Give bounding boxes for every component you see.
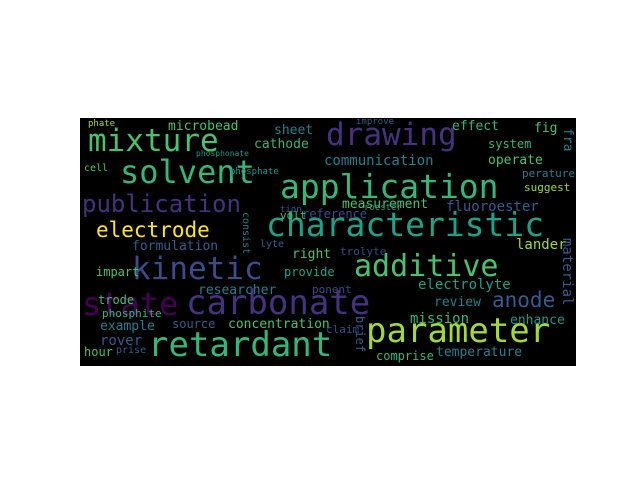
word-effect: effect [452, 119, 499, 134]
word-impart: impart [96, 265, 140, 279]
word-microbead: microbead [168, 119, 239, 134]
word-phate: phate [88, 119, 116, 129]
word-rover: rover [100, 333, 143, 349]
word-fra: fra [560, 128, 575, 152]
word-concentration: concentration [228, 317, 330, 332]
word-lander: lander [516, 237, 567, 253]
word-fluoroester: fluoroester [446, 199, 539, 215]
word-mission: mission [410, 311, 470, 327]
word-cloud: state carbonate parameter retardant char… [80, 118, 576, 366]
word-phosphonate: phosphonate [196, 149, 249, 158]
word-cell: cell [84, 163, 109, 174]
word-sheet: sheet [274, 123, 314, 138]
word-example: example [100, 319, 155, 334]
word-right: right [292, 247, 332, 262]
word-anode: anode [492, 288, 556, 312]
word-electrolyte: electrolyte [418, 277, 511, 293]
word-trode: trode [98, 293, 135, 307]
word-ponent: ponent [312, 283, 352, 296]
word-phosphate: phosphate [230, 167, 279, 177]
word-electrode: electrode [96, 218, 210, 242]
word-trolyte: trolyte [340, 245, 387, 258]
word-fig: fig [534, 121, 558, 136]
word-state: state [82, 285, 179, 323]
word-provide: provide [284, 265, 335, 279]
word-claim: claim [326, 323, 360, 336]
word-characteristic: characteristic [266, 205, 545, 244]
word-operate: operate [488, 153, 543, 168]
word-communication: communication [324, 153, 434, 169]
word-review: review [434, 295, 481, 310]
word-improve: improve [356, 118, 394, 127]
word-mixture: mixture [88, 123, 219, 159]
word-cathode: cathode [254, 137, 309, 152]
word-prise: prise [116, 345, 147, 356]
word-carbonate: carbonate [186, 283, 371, 323]
word-kinetic: kinetic [132, 251, 263, 287]
word-enhance: enhance [510, 313, 565, 328]
word-hour: hour [84, 345, 113, 359]
word-temperature: temperature [436, 345, 523, 360]
word-lyte: lyte [260, 239, 285, 250]
word-suggest: suggest [524, 181, 571, 194]
word-measurement: measurement [342, 197, 429, 212]
word-publication: publication [82, 190, 241, 218]
word-roester: roester [364, 203, 402, 213]
word-researcher: researcher [198, 283, 277, 298]
word-parameter: parameter [366, 311, 551, 351]
word-phosphite: phosphite [102, 307, 162, 320]
word-source: source [172, 317, 216, 331]
word-comprise: comprise [376, 349, 434, 363]
word-material: material [559, 238, 575, 306]
word-perature: perature [522, 167, 575, 180]
word-drawing: drawing [326, 118, 457, 153]
word-solvent: solvent [120, 153, 255, 191]
word-brief: brief [353, 316, 367, 353]
word-volt: volt [280, 209, 307, 222]
word-formulation: formulation [132, 239, 219, 254]
word-application: application [280, 167, 499, 206]
word-system: system [488, 137, 532, 151]
word-retardant: retardant [148, 325, 333, 365]
word-reference: reference [302, 207, 368, 221]
word-tion: tion [280, 205, 302, 215]
word-additive: additive [354, 249, 499, 284]
word-consist: consist [240, 212, 251, 255]
